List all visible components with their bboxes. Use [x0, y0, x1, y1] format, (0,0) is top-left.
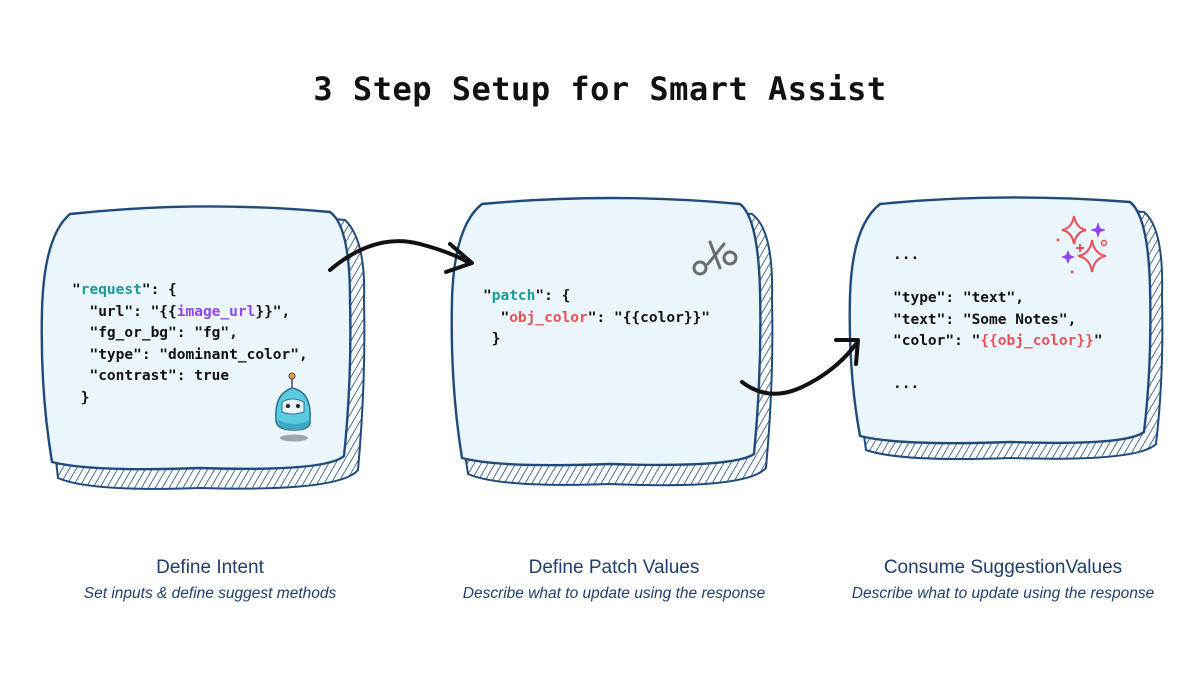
caption-step-2: Define Patch Values Describe what to upd…: [404, 557, 824, 603]
arrow-step2-to-step3: [740, 338, 860, 396]
step-heading: Define Patch Values: [528, 557, 700, 578]
step-subtitle: Describe what to update using the respon…: [851, 585, 1155, 602]
code-block-request: "request": { "url": "{{image_url}}", "fg…: [72, 282, 308, 406]
step-heading: Consume SuggestionValues: [883, 557, 1123, 578]
step-subtitle: Set inputs & define suggest methods: [83, 585, 337, 602]
card-body: [40, 205, 352, 471]
scissors-icon: [692, 240, 738, 276]
code-key-request: request: [80, 282, 142, 298]
arrow-step1-to-step2: [328, 239, 474, 274]
code-key-patch: patch: [491, 288, 536, 304]
step-heading: Define Intent: [156, 557, 264, 578]
caption-step-3: Consume SuggestionValues Describe what t…: [793, 557, 1200, 603]
code-var-obj-color: {{obj_color}}: [980, 333, 1094, 349]
code-var-image-url: image_url: [176, 303, 256, 320]
sparkles-icon: [1056, 215, 1108, 274]
card-body: [848, 196, 1152, 445]
code-key-obj-color: obj_color: [509, 309, 588, 326]
card-consume-suggestion: [848, 196, 1164, 460]
step-subtitle: Describe what to update using the respon…: [462, 585, 766, 602]
card-define-patch: [450, 196, 774, 487]
card-body: [450, 196, 762, 467]
code-block-patch: "patch": { "obj_color": "{{color}}" }: [483, 288, 710, 347]
caption-step-1: Define Intent Set inputs & define sugges…: [0, 557, 420, 603]
page-title: 3 Step Setup for Smart Assist: [313, 70, 887, 108]
robot-mascot-icon: [275, 372, 311, 442]
code-block-suggestion: ... "type": "text", "text": "Some Notes"…: [893, 247, 1103, 392]
